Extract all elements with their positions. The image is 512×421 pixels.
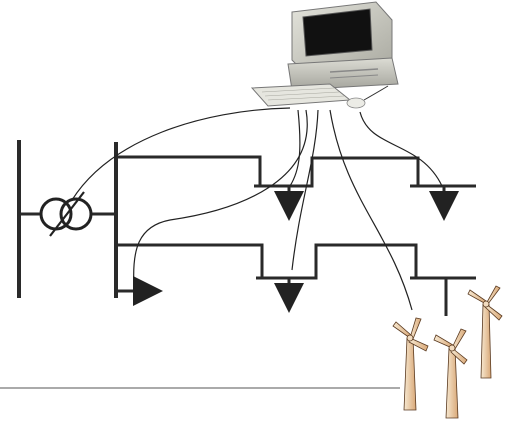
signal-to-transformer [71,107,291,201]
control-signal-lines [71,107,443,311]
signal-to-load-1 [289,109,301,187]
wind-turbine-icon-front [433,328,468,419]
computer-workstation-icon [250,1,399,109]
signal-to-load-2 [359,111,443,187]
signal-to-load-3 [291,109,319,271]
wind-turbine-icon-left [392,317,429,411]
lower-feeder [116,243,476,280]
wind-turbine-icon-back [467,285,503,379]
signal-to-sub-bus-load [133,109,308,287]
transformer-icon [39,191,93,237]
signal-to-wind-farm [329,109,413,311]
